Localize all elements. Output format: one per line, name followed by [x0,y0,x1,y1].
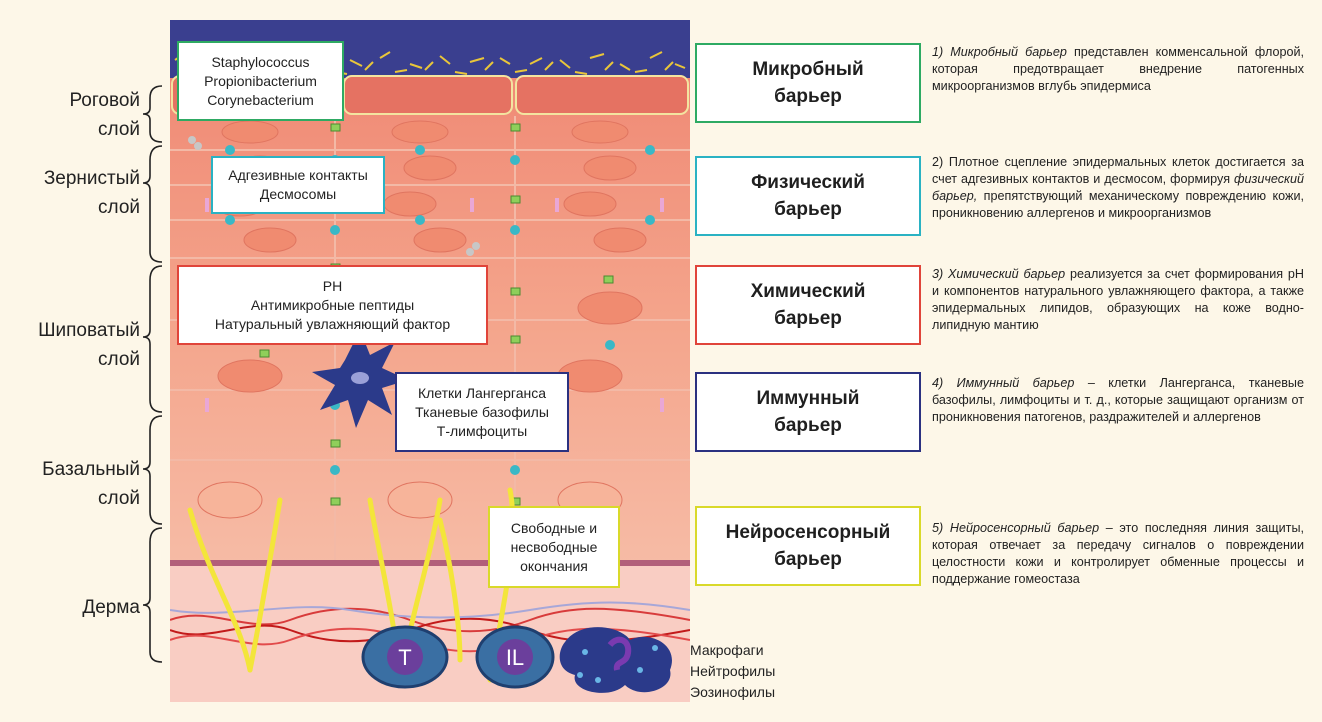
description-physical: 2) Плотное сцепление эпидермальных клето… [932,154,1304,222]
barrier-physical: Физический барьер [695,156,921,236]
description-microbial: 1) Микробный барьер представлен комменса… [932,44,1304,95]
bacteria-box: Staphylococcus Propionibacterium Coryneb… [177,41,344,121]
description-physical-text: препятствующий механическому повреждению… [932,189,1304,220]
layer-label-basale: Базальный слой [20,455,140,513]
barrier-neurosensory: Нейросенсорный барьер [695,506,921,586]
description-microbial-em: 1) Микробный барьер [932,45,1067,59]
description-chemical: 3) Химический барьер реализуется за счет… [932,266,1304,334]
description-immune: 4) Иммунный барьер – клетки Лангерганса,… [932,375,1304,426]
layer-braces [140,80,170,670]
nerve-box: Свободные и несвободные окончания [488,506,620,588]
description-neurosensory-em: 5) Нейросенсорный барьер [932,521,1099,535]
phagocytes-label: Макрофаги Нейтрофилы Эозинофилы [690,640,775,703]
description-immune-em: 4) Иммунный барьер [932,376,1074,390]
layer-label-corneum: Роговой слой [40,86,140,144]
layer-label-granulosum: Зернистый слой [20,164,140,222]
barrier-chemical: Химический барьер [695,265,921,345]
barrier-immune: Иммунный барьер [695,372,921,452]
layer-label-dermis: Дерма [40,593,140,622]
il-cell-label: IL [506,645,524,670]
barrier-microbial: Микробный барьер [695,43,921,123]
junctions-box: Адгезивные контакты Десмосомы [211,156,385,214]
skin-diagram: T IL [170,20,690,722]
t-cell-label: T [398,645,411,670]
description-chemical-em: 3) Химический барьер [932,267,1065,281]
description-neurosensory: 5) Нейросенсорный барьер – это последняя… [932,520,1304,588]
immune-box: Клетки Лангерганса Тканевые базофилы Т-л… [395,372,569,452]
chemical-box: PH Антимикробные пептиды Натуральный увл… [177,265,488,345]
layer-label-spinosum: Шиповатый слой [20,316,140,374]
